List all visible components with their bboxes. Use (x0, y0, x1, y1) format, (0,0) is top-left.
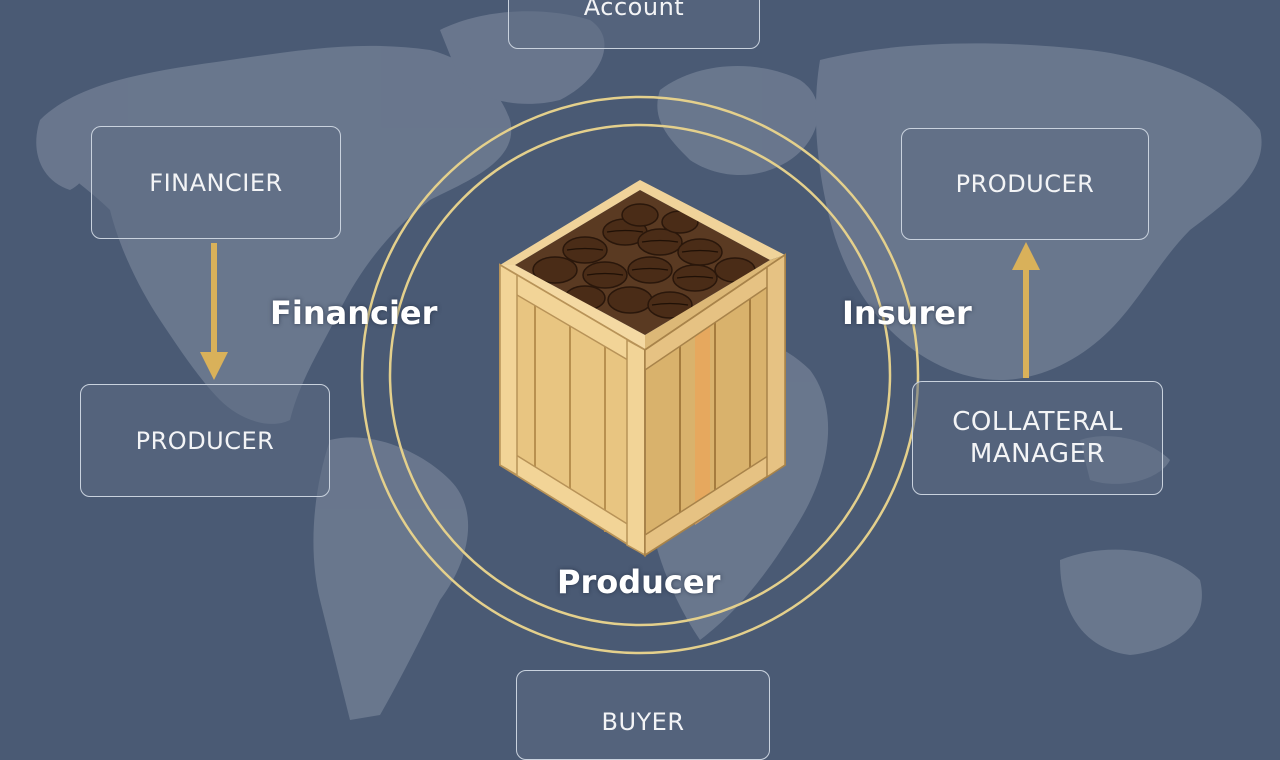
continent-australia (1060, 549, 1202, 655)
collateral-manager-box: COLLATERAL MANAGER (912, 381, 1163, 495)
producer-left-label: PRODUCER (135, 426, 275, 455)
collateral-label-line2: MANAGER (969, 439, 1106, 469)
arrow-financier-to-producer (200, 243, 228, 380)
producer-right-box: PRODUCER (901, 128, 1149, 240)
producer-left-box: PRODUCER (80, 384, 330, 497)
ring-label-producer: Producer (557, 563, 721, 601)
coffee-crate-illustration (499, 180, 786, 557)
buyer-box: BUYER (516, 670, 770, 760)
producer-right-label: PRODUCER (955, 170, 1095, 198)
continent-europe (657, 66, 819, 175)
ring-label-insurer: Insurer (842, 294, 972, 332)
inner-ring (388, 123, 892, 627)
financier-box: FINANCIER (91, 126, 341, 239)
continent-alaska (36, 120, 94, 190)
diagram-links (200, 95, 1040, 655)
outer-ring (360, 95, 920, 655)
financier-label: FINANCIER (149, 168, 283, 197)
account-box: Account (508, 0, 760, 49)
ring-label-financier: Financier (270, 294, 438, 332)
arrow-collateral-to-producer (1012, 242, 1040, 378)
collateral-label-line1: COLLATERAL (952, 406, 1123, 437)
account-label: Account (583, 0, 685, 21)
buyer-label: BUYER (601, 708, 685, 736)
